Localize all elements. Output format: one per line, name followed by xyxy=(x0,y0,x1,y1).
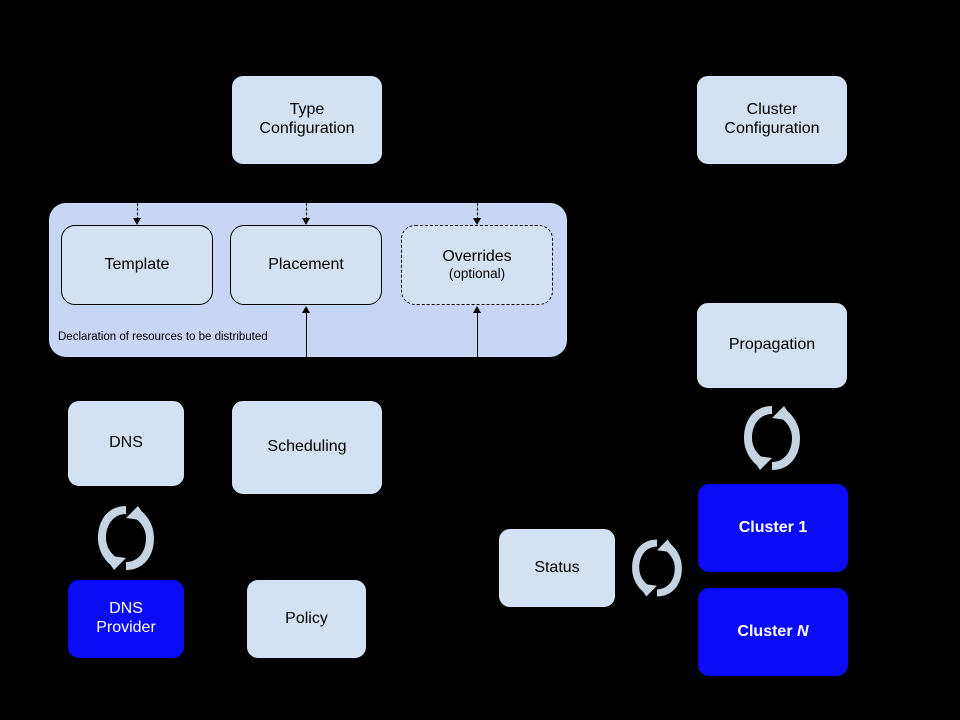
sync-arrows-icon-propagation xyxy=(736,396,808,480)
node-propagation[interactable]: Propagation xyxy=(696,302,848,389)
node-dns-label: DNS xyxy=(109,434,143,452)
node-cluster-1-label: Cluster 1 xyxy=(739,519,807,538)
node-placement[interactable]: Placement xyxy=(230,225,382,305)
connector-policy-to-overrides xyxy=(477,312,478,358)
node-status-label: Status xyxy=(534,558,580,576)
connector-type-config-to-placement xyxy=(306,203,307,220)
node-overrides[interactable]: Overrides (optional) xyxy=(401,225,553,305)
arrowhead-to-overrides xyxy=(473,218,481,225)
dns-provider-line1: DNS xyxy=(109,600,143,618)
node-scheduling-label: Scheduling xyxy=(267,438,347,456)
node-template-label: Template xyxy=(104,255,170,273)
node-cluster-configuration[interactable]: Cluster Configuration xyxy=(696,75,848,165)
node-placement-label: Placement xyxy=(268,255,344,273)
sync-arrows-icon-status xyxy=(625,528,689,608)
node-propagation-label: Propagation xyxy=(728,336,816,354)
node-status[interactable]: Status xyxy=(498,528,616,608)
connector-type-config-to-overrides xyxy=(477,203,478,220)
arrowhead-into-overrides xyxy=(473,306,481,313)
dns-provider-line2: Provider xyxy=(96,619,156,636)
node-cluster-configuration-label: Cluster Configuration xyxy=(724,101,819,139)
node-overrides-sublabel: (optional) xyxy=(448,266,506,282)
node-type-configuration[interactable]: Type Configuration xyxy=(231,75,383,165)
node-dns-provider-label: DNS Provider xyxy=(96,600,156,638)
node-template[interactable]: Template xyxy=(61,225,213,305)
type-configuration-line1: Type xyxy=(289,101,325,119)
arrowhead-into-placement xyxy=(302,306,310,313)
node-cluster-n-label: Cluster N xyxy=(737,623,808,642)
node-cluster-1[interactable]: Cluster 1 xyxy=(697,483,849,573)
arrowhead-to-placement xyxy=(302,218,310,225)
type-configuration-line2: Configuration xyxy=(259,120,355,137)
node-policy-label: Policy xyxy=(285,609,328,627)
node-cluster-n[interactable]: Cluster N xyxy=(697,587,849,677)
node-overrides-title: Overrides xyxy=(442,247,512,265)
cluster-n-prefix: Cluster xyxy=(737,622,797,640)
node-dns-provider[interactable]: DNS Provider xyxy=(67,579,185,659)
cluster-1-prefix: Cluster xyxy=(738,518,799,536)
node-scheduling[interactable]: Scheduling xyxy=(231,400,383,495)
node-type-configuration-label: Type Configuration xyxy=(259,101,354,139)
connector-scheduling-to-placement xyxy=(306,312,307,358)
cluster-n-suffix: N xyxy=(797,622,809,640)
group-caption: Declaration of resources to be distribut… xyxy=(58,331,268,343)
node-policy[interactable]: Policy xyxy=(246,579,367,659)
cluster-configuration-line1: Cluster xyxy=(746,101,798,119)
cluster-1-suffix: 1 xyxy=(798,518,808,536)
arrowhead-to-template xyxy=(133,218,141,225)
sync-arrows-icon-dns xyxy=(90,498,162,578)
node-dns[interactable]: DNS xyxy=(67,400,185,487)
node-overrides-label: Overrides (optional) xyxy=(442,248,511,283)
cluster-configuration-line2: Configuration xyxy=(724,120,820,137)
connector-type-config-to-template xyxy=(137,203,138,220)
